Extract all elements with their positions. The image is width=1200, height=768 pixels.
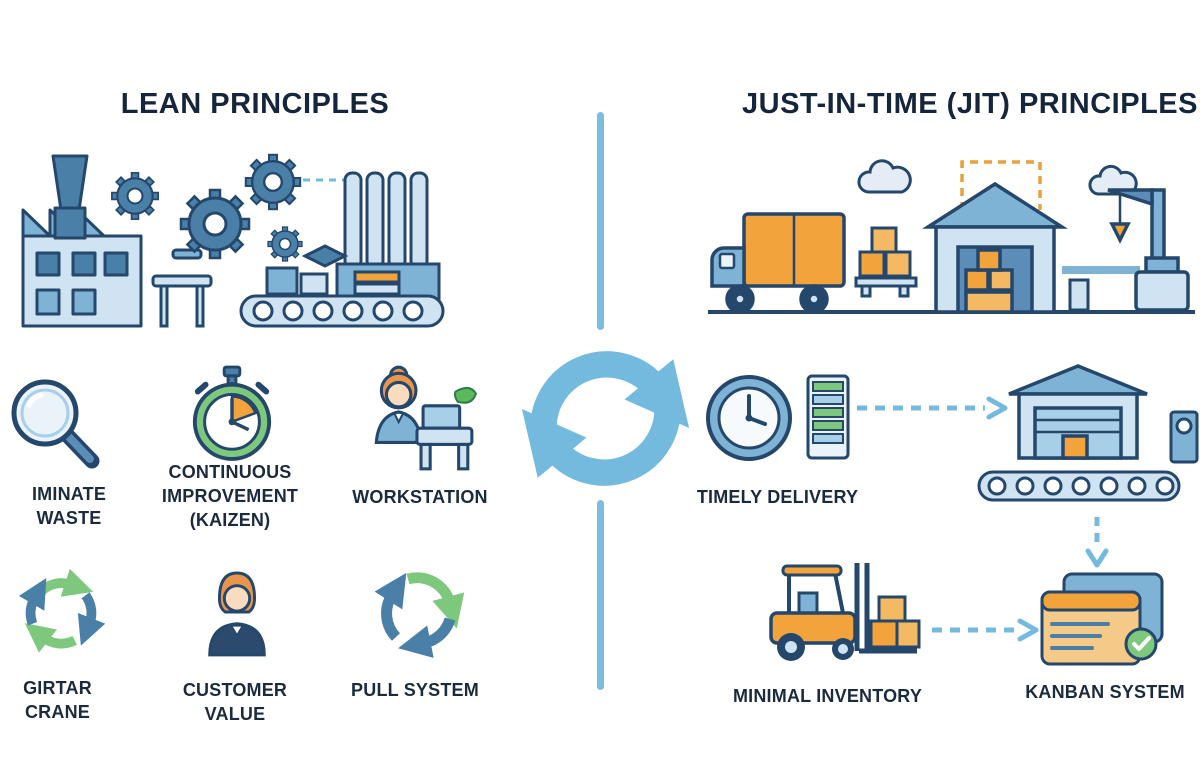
arrow-delivery-to-warehouse — [855, 396, 1010, 420]
customer-person-icon — [198, 562, 276, 662]
divider-line-bottom — [597, 500, 604, 690]
cycle-sync-icon — [508, 326, 703, 511]
page-title-lean: LEAN PRINCIPLES — [120, 88, 390, 120]
pull-system-arrows-icon — [368, 560, 468, 662]
warehouse-conveyor-icon — [975, 360, 1200, 510]
workstation-woman-icon — [358, 363, 480, 471]
label-girtar-crane: GIRTAR CRANE — [0, 676, 115, 724]
recycle-arrows-icon — [12, 563, 110, 661]
label-minimal-inventory: MINIMAL INVENTORY — [732, 686, 923, 706]
label-pull-system: PULL SYSTEM — [351, 680, 479, 700]
label-customer-value: CUSTOMER VALUE — [182, 680, 288, 724]
stopwatch-icon — [188, 365, 276, 463]
forklift-icon — [755, 555, 935, 667]
label-continuous-line2: IMPROVEMENT — [161, 486, 299, 506]
jit-supply-chain-illustration — [700, 152, 1200, 322]
label-continuous-line1: CONTINUOUS — [168, 462, 292, 482]
label-girtar-line2: CRANE — [24, 702, 90, 722]
magnifying-glass-icon — [5, 375, 105, 470]
label-workstation: WORKSTATION — [352, 487, 488, 507]
label-kanban-system: KANBAN SYSTEM — [1025, 682, 1185, 702]
label-girtar-line1: GIRTAR — [23, 678, 92, 698]
arrow-warehouse-down — [1085, 515, 1109, 570]
label-continuous-improvement: CONTINUOUS IMPROVEMENT (KAIZEN) — [155, 460, 305, 532]
divider-line-top — [597, 112, 604, 330]
label-timely-delivery: TIMELY DELIVERY — [696, 487, 859, 507]
clock-checklist-icon — [705, 370, 855, 465]
label-eliminate-waste: IMINATE WASTE — [31, 484, 107, 528]
factory-gears-illustration — [15, 148, 450, 338]
arrow-inventory-to-kanban — [930, 618, 1040, 642]
page-title-jit: JUST-IN-TIME (JIT) PRINCIPLES — [742, 88, 1198, 120]
label-continuous-line3: (KAIZEN) — [189, 510, 271, 530]
kanban-cards-icon — [1038, 570, 1166, 668]
